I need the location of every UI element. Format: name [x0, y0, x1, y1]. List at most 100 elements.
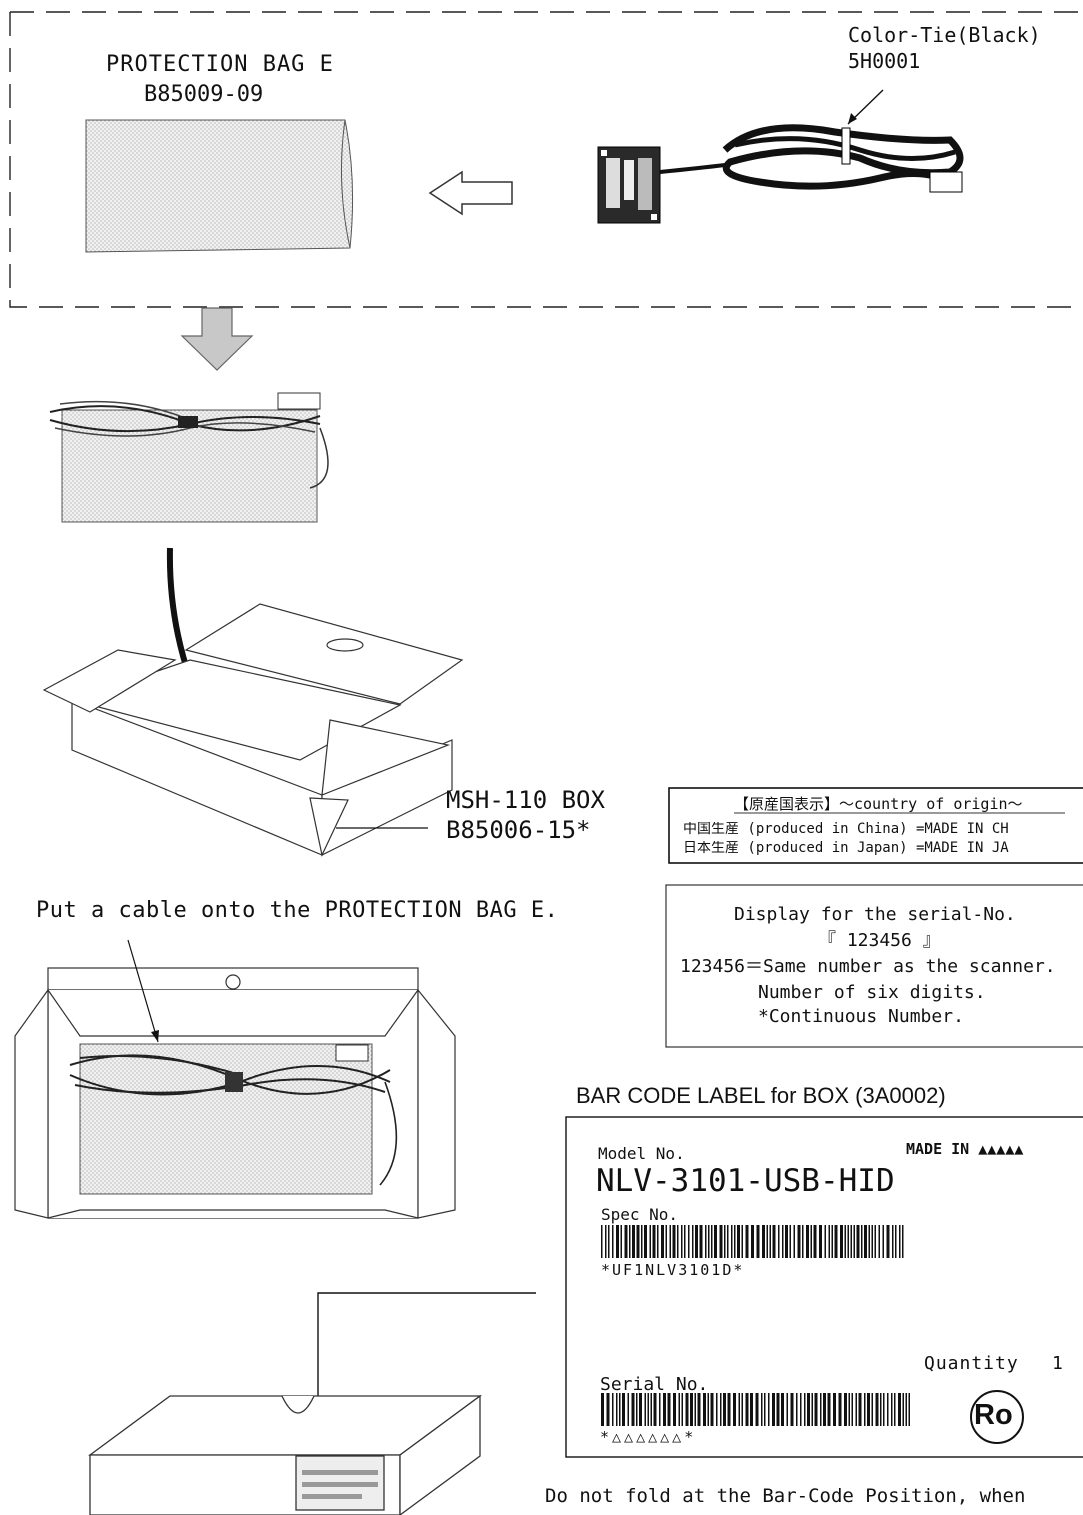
- barcode-bar: [624, 1225, 628, 1258]
- barcode-bar: [790, 1393, 794, 1426]
- box-name-label: MSH-110 BOX: [446, 786, 605, 814]
- barcode-bar: [688, 1225, 690, 1258]
- barcode-bar: [858, 1393, 862, 1426]
- barcode-bar: [601, 1393, 604, 1426]
- spec-no-label: Spec No.: [601, 1205, 679, 1224]
- barcode-bar: [720, 1393, 722, 1426]
- barcode-bar: [902, 1225, 904, 1258]
- ro-circle: [970, 1390, 1024, 1444]
- barcode-bar: [653, 1393, 657, 1426]
- barcode-bar: [861, 1225, 863, 1258]
- barcode-bar: [681, 1393, 683, 1426]
- footer-note: Do not fold at the Bar-Code Position, wh…: [545, 1485, 1026, 1507]
- barcode-bar: [810, 1225, 812, 1258]
- scanner-with-cable-illustration: [597, 124, 964, 224]
- barcode-bar: [695, 1225, 698, 1258]
- barcode-bar: [827, 1393, 831, 1426]
- barcode-bar: [641, 1225, 643, 1258]
- barcode-bar: [844, 1225, 846, 1258]
- barcode-bar: [796, 1393, 798, 1426]
- barcode-bar: [734, 1225, 736, 1258]
- barcode-bar: [864, 1225, 867, 1258]
- closed-box-illustration: [88, 1394, 482, 1515]
- barcode-bar: [737, 1225, 740, 1258]
- barcode-bar: [768, 1393, 770, 1426]
- serial-no-label: Serial No.: [600, 1374, 709, 1395]
- barcode-bar: [745, 1393, 749, 1426]
- barcode-bar: [793, 1225, 795, 1258]
- barcode-bar: [622, 1393, 625, 1426]
- protection-bag-illustration: [85, 119, 354, 253]
- barcode-bar: [850, 1225, 852, 1258]
- serial-display-line3: 123456＝Same number as the scanner.: [680, 956, 1056, 977]
- barcode-bar: [824, 1225, 826, 1258]
- bag-with-cable-illustration: [49, 392, 329, 523]
- barcode-bar: [871, 1225, 873, 1258]
- ro-mark: Ro: [974, 1399, 1013, 1431]
- barcode-bar: [807, 1393, 810, 1426]
- barcode-bar: [819, 1225, 822, 1258]
- barcode-bar: [882, 1225, 884, 1258]
- barcode-bar: [772, 1393, 775, 1426]
- barcode-bar: [605, 1225, 607, 1258]
- barcode-bar: [727, 1225, 729, 1258]
- barcode-bar: [620, 1225, 622, 1258]
- barcode-bar: [672, 1225, 676, 1258]
- barcode-bar: [703, 1393, 706, 1426]
- barcode-bar: [636, 1393, 638, 1426]
- barcode-bar: [886, 1225, 890, 1258]
- barcode-bar: [667, 1393, 671, 1426]
- barcode-bar: [761, 1393, 763, 1426]
- barcode-bar: [612, 1393, 614, 1426]
- barcode-bar: [855, 1393, 857, 1426]
- barcode-bar: [649, 1225, 651, 1258]
- barcode-bar: [891, 1393, 893, 1426]
- barcode-bar: [834, 1225, 838, 1258]
- barcode-bar: [708, 1225, 710, 1258]
- barcode-bar: [665, 1225, 667, 1258]
- barcode-bar: [833, 1393, 836, 1426]
- barcode-bar: [840, 1225, 843, 1258]
- barcode-bar: [782, 1225, 784, 1258]
- barcode-bar: [769, 1225, 771, 1258]
- barcode-bar: [756, 1225, 760, 1258]
- barcode-bar: [811, 1393, 813, 1426]
- barcode-bar: [848, 1393, 850, 1426]
- model-no-label: Model No.: [598, 1144, 685, 1163]
- serial-display-line4: Number of six digits.: [758, 982, 986, 1003]
- barcode-bar: [659, 1393, 661, 1426]
- barcode-bar: [612, 1225, 614, 1258]
- cable-pointer-arrow: [127, 939, 159, 1043]
- barcode-bar: [847, 1225, 849, 1258]
- barcode-bar: [828, 1225, 830, 1258]
- barcode-bar: [631, 1393, 635, 1426]
- barcode-bar: [705, 1225, 707, 1258]
- barcode-bar: [711, 1225, 713, 1258]
- barcode-bar: [738, 1393, 740, 1426]
- barcode-bar: [684, 1225, 686, 1258]
- instruction-text: Put a cable onto the PROTECTION BAG E.: [36, 898, 559, 923]
- barcode-bar: [727, 1393, 731, 1426]
- barcode-bar: [663, 1393, 666, 1426]
- barcode-bar: [880, 1393, 882, 1426]
- serial-display-frame: [665, 884, 1083, 1048]
- bag-code-label: B85009-09: [144, 82, 264, 107]
- barcode-bar: [762, 1225, 765, 1258]
- barcode-bar: [692, 1225, 694, 1258]
- barcode-bar: [874, 1225, 876, 1258]
- barcode-bar: [636, 1225, 640, 1258]
- barcode-bar: [868, 1225, 870, 1258]
- step-boundary-dashed: [9, 11, 1083, 308]
- barcode-bar: [724, 1225, 726, 1258]
- tie-code-label: 5H0001: [848, 49, 921, 73]
- barcode-bar: [905, 1393, 907, 1426]
- barcode-bar: [677, 1225, 679, 1258]
- serial-display-line1: Display for the serial-No.: [734, 904, 1016, 925]
- barcode-bar: [853, 1225, 855, 1258]
- barcode-bar: [892, 1225, 894, 1258]
- barcode-bar: [813, 1225, 817, 1258]
- barcode-bar: [851, 1393, 853, 1426]
- barcode-bar: [690, 1393, 693, 1426]
- barcode-bar: [895, 1225, 897, 1258]
- barcode-bar: [627, 1393, 629, 1426]
